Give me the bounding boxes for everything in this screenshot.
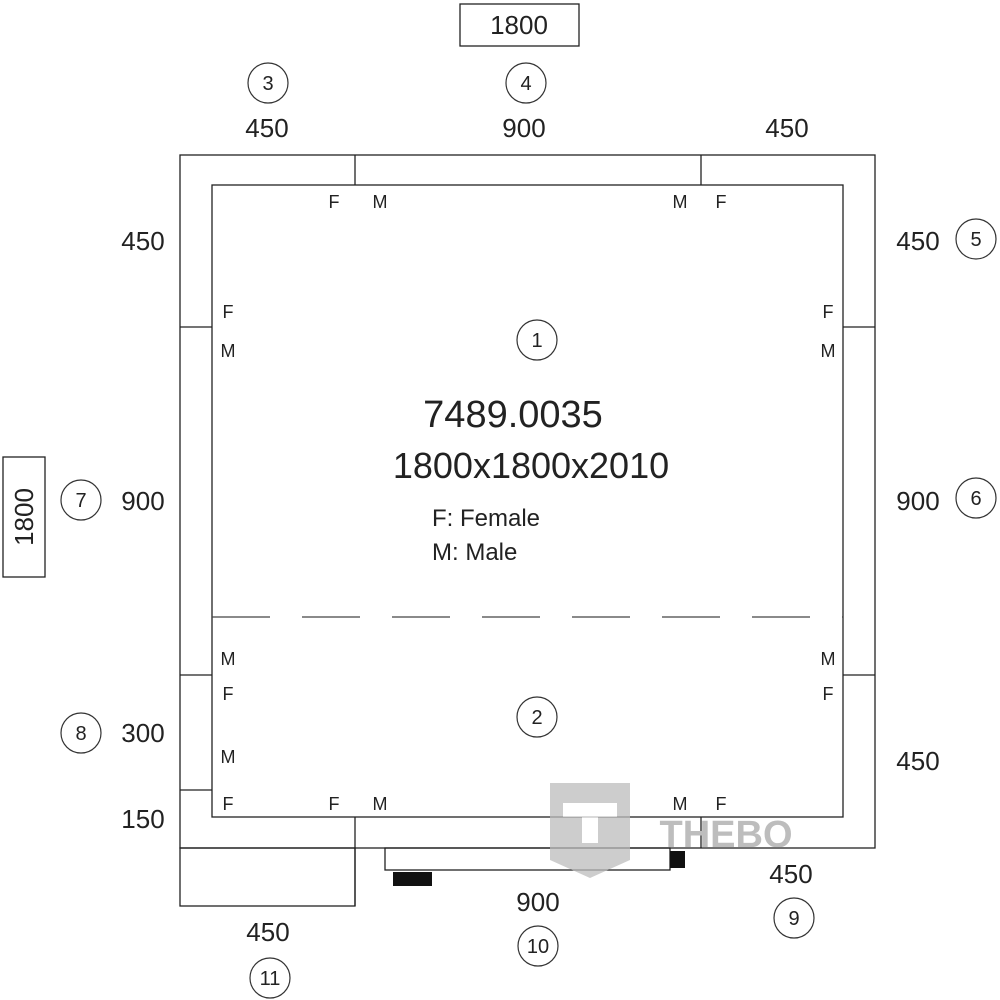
model-number: 7489.0035 [423, 394, 603, 436]
marker-f: F [716, 192, 727, 212]
dim-right-3: 450 [896, 746, 939, 776]
legend-female: F: Female [432, 505, 540, 532]
overall-depth-box [2, 456, 46, 578]
marker-m: M [673, 794, 688, 814]
marker-m: M [373, 192, 388, 212]
marker-m: M [221, 649, 236, 669]
dim-bottom-left: 450 [246, 917, 289, 947]
callouts: 1 2 3 4 5 6 7 8 9 10 11 [60, 62, 997, 999]
marker-m: M [221, 341, 236, 361]
callout-6: 6 [970, 488, 981, 510]
dim-left-1: 450 [121, 226, 164, 256]
marker-m: M [673, 192, 688, 212]
dim-top-3: 450 [765, 113, 808, 143]
connector-markers: F M M F F M F M M F M F M F F M M F [221, 192, 836, 814]
callout-3: 3 [262, 73, 273, 95]
overall-depth: 1800 [9, 488, 39, 546]
marker-f: F [823, 684, 834, 704]
marker-f: F [223, 302, 234, 322]
marker-f: F [223, 794, 234, 814]
marker-m: M [373, 794, 388, 814]
callout-7: 7 [75, 490, 86, 512]
callout-8: 8 [75, 723, 86, 745]
marker-f: F [716, 794, 727, 814]
marker-m: M [821, 341, 836, 361]
dim-top-1: 450 [245, 113, 288, 143]
dim-right-1: 450 [896, 226, 939, 256]
thebo-logo [550, 783, 630, 878]
marker-f: F [223, 684, 234, 704]
legend-male: M: Male [432, 539, 517, 566]
callout-9: 9 [788, 908, 799, 930]
dim-right-2: 900 [896, 486, 939, 516]
door [384, 847, 685, 886]
marker-f: F [329, 192, 340, 212]
callout-5: 5 [970, 229, 981, 251]
dim-left-3: 300 [121, 718, 164, 748]
marker-m: M [221, 747, 236, 767]
watermark-text: THEBO [660, 814, 793, 856]
marker-f: F [329, 794, 340, 814]
callout-4: 4 [520, 73, 531, 95]
callout-2: 2 [531, 707, 542, 729]
unit-size: 1800x1800x2010 [393, 445, 669, 486]
dim-left-4: 150 [121, 804, 164, 834]
marker-m: M [821, 649, 836, 669]
dim-top-2: 900 [502, 113, 545, 143]
overall-width: 1800 [490, 10, 548, 40]
callout-10: 10 [527, 936, 549, 958]
overall-width-box [459, 3, 580, 47]
callout-1: 1 [531, 330, 542, 352]
dim-bottom-door: 900 [516, 887, 559, 917]
dim-bottom-right: 450 [769, 859, 812, 889]
marker-f: F [823, 302, 834, 322]
callout-11: 11 [260, 968, 281, 990]
dim-left-2: 900 [121, 486, 164, 516]
